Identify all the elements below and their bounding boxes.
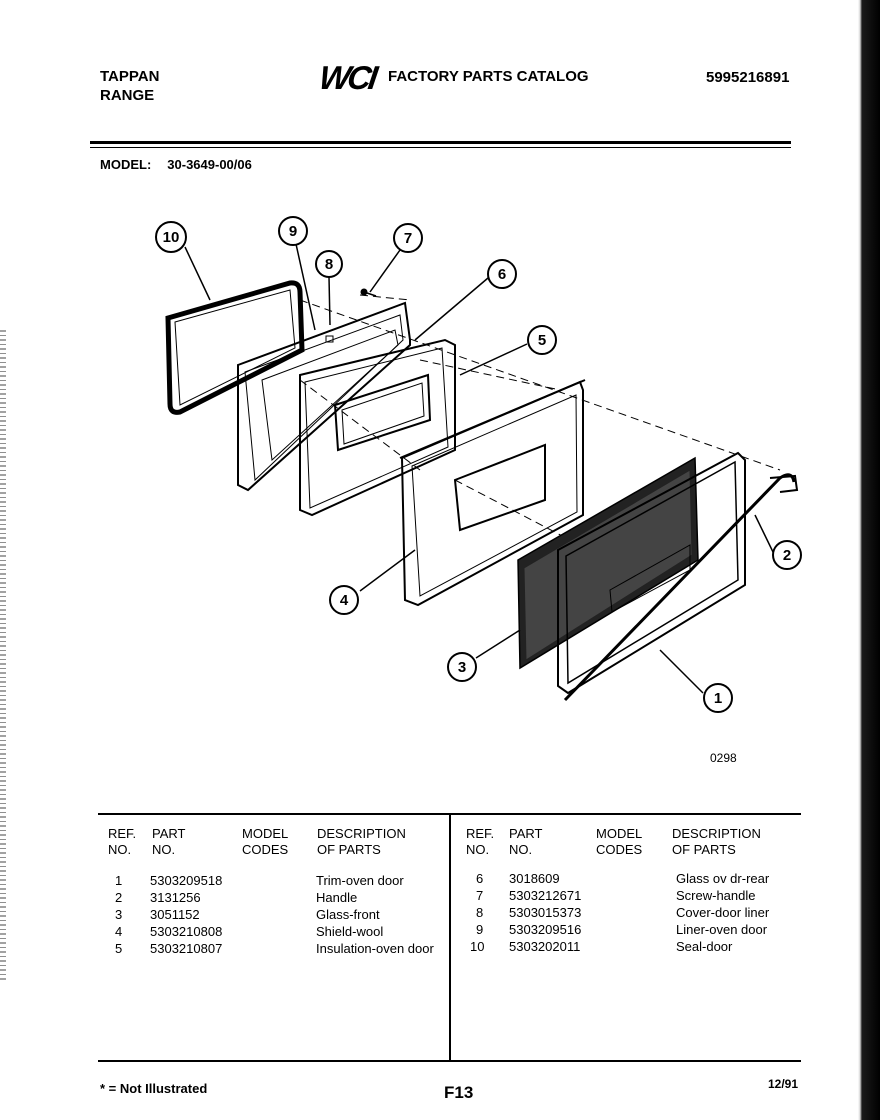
part-screw-handle [360,288,377,297]
part-no: 5303210808 [150,924,223,939]
ref-no: 2 [115,890,123,905]
diagram-code: 0298 [710,751,737,765]
table-bottom-rule [98,1060,801,1062]
part-no: 3051152 [150,907,200,922]
catalog-number: 5995216891 [706,69,790,86]
ref-no: 6 [476,871,484,886]
page-id: F13 [444,1083,474,1102]
callout-label-10: 10 [163,229,180,246]
ref-no: 7 [476,888,484,903]
ref-no: 3 [115,907,123,922]
assembly-guide-lines [299,294,781,541]
part-no: 5303210807 [150,941,223,956]
not-illustrated-note: * = Not Illustrated [100,1081,208,1096]
callout-4 [329,585,359,615]
callout-label-7: 7 [404,230,412,247]
model-label: MODEL: [100,157,152,172]
callout-7 [393,223,423,253]
callout-label-8: 8 [325,256,333,273]
ref-no: 1 [115,873,123,888]
callout-5 [527,325,557,355]
description: Cover-door liner [676,905,770,920]
ref-no: 5 [115,941,123,956]
seal-inner [174,289,296,406]
callout-6 [487,259,517,289]
description: Trim-oven door [316,873,404,888]
exploded-diagram: 10 9 8 7 6 5 4 3 2 1 [155,216,802,713]
header-rule [90,141,791,144]
part-no: 5303212671 [509,888,582,903]
revision-date: 12/91 [768,1077,799,1091]
part-shield-wool [399,379,586,607]
callout-10 [155,221,187,253]
description: Glass-front [316,907,380,922]
part-no: 5303209516 [509,922,582,937]
product-name: RANGE [100,87,155,104]
callout-label-2: 2 [783,547,791,564]
table-divider [449,814,451,1060]
callout-label-6: 6 [498,266,506,283]
callout-9 [278,216,308,246]
wci-logo: WCI [320,60,381,94]
callout-1 [703,683,733,713]
header-rule-thin [90,147,791,148]
description: Glass ov dr-rear [676,871,770,886]
description: Handle [316,890,358,905]
callout-3 [447,652,477,682]
callout-label-4: 4 [340,592,349,609]
callout-leaders [184,243,774,694]
callout-8 [315,250,343,278]
scan-edge [858,0,880,1120]
part-no: 5303015373 [509,905,582,920]
callout-label-9: 9 [289,223,297,240]
description: Liner-oven door [676,922,768,937]
part-no: 3018609 [509,871,560,886]
header-ref-right: REF.NO. [466,826,495,857]
description: Shield-wool [316,924,384,939]
part-no: 3131256 [150,890,201,905]
ref-no: 10 [470,939,485,954]
callout-label-1: 1 [714,690,722,707]
callout-label-3: 3 [458,659,466,676]
part-no: 5303209518 [150,873,223,888]
scan-noise [0,330,6,980]
description: Seal-door [676,939,733,954]
ref-no: 4 [115,924,123,939]
model-line: MODEL: 30-3649-00/06 [100,157,252,172]
callout-label-5: 5 [538,332,546,349]
part-glass-rear [299,338,456,517]
header-ref: REF.NO. [108,826,137,857]
callout-circles [155,216,802,713]
part-seal-door [165,280,305,415]
brand-name: TAPPAN [100,68,160,85]
part-handle [563,473,799,702]
description: Screw-handle [676,888,756,903]
ref-no: 8 [476,905,484,920]
part-liner-oven-door [237,301,411,492]
svg-text:WCI: WCI [320,60,381,94]
description: Insulation-oven door [316,941,434,956]
model-number: 30-3649-00/06 [167,157,252,172]
part-glass-front [517,456,699,670]
callout-2 [772,540,802,570]
catalog-title: FACTORY PARTS CATALOG [388,68,589,85]
part-no: 5303202011 [509,939,581,954]
ref-no: 9 [476,922,484,937]
header-brand-block: TAPPAN RANGE [100,67,159,105]
